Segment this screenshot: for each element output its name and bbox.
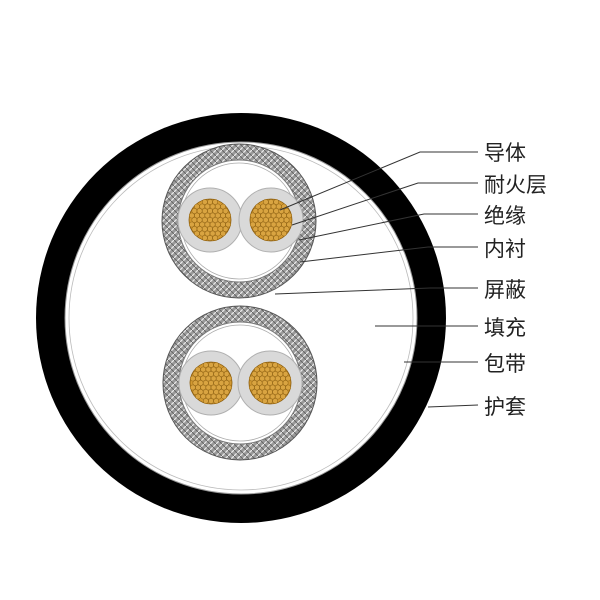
label-inner-lining: 内衬 [484,237,526,261]
conductor-strand [226,375,233,382]
conductor-strand [223,380,230,386]
conductor-strand [212,199,219,205]
leader-shield [274,287,478,295]
conductor-strand [195,393,201,400]
conductor-strand [222,208,229,214]
leader-lines [274,151,479,408]
label-fire-layer: 耐火层 [484,173,547,197]
conductor-strand [208,398,214,404]
conductor-strand [286,212,293,219]
conductor-strand [225,221,232,228]
conductor-strand [213,398,220,404]
conductor-strand [202,398,209,404]
conductor-strand [201,235,208,241]
leader-insulation [298,213,478,241]
conductor-strand [220,230,226,237]
leader-fire-layer [291,182,478,226]
labels: 导体 耐火层 绝缘 内衬 屏蔽 填充 包带 护套 [484,141,547,419]
conductor-strand [273,199,280,205]
conductor-strand [282,389,289,395]
conductor-strand [285,384,292,391]
conductor-strand [273,235,280,241]
conductor-strand [283,226,290,232]
conductor-strand [226,384,233,391]
conductor-strand [213,362,220,368]
conductor-strand [225,212,232,219]
lower-conductor-right [248,361,292,405]
conductor-strand [280,366,286,373]
lower-pair [162,305,318,461]
upper-conductor-right [249,198,293,242]
conductor-strand [261,398,268,404]
conductor-strand [221,393,227,400]
conductor-strand [223,389,230,395]
conductor-strand [282,380,289,386]
conductor-strand [283,208,290,214]
conductor-strand [281,230,287,237]
conductor-strand [262,235,269,241]
label-wrapping-tape: 包带 [484,352,526,376]
conductor-strand [221,366,227,373]
conductor-strand [272,362,279,368]
conductor-strand [285,375,292,382]
conductor-strand [220,203,226,210]
conductor-strand [280,393,286,400]
leader-conductor [279,151,478,211]
label-sheath: 护套 [484,395,526,419]
conductor-strand [255,230,261,237]
lower-conductor-left [189,361,233,405]
upper-conductor-left [188,198,232,242]
conductor-strand [272,398,279,404]
conductor-strand [223,371,230,377]
conductor-strand [286,221,293,228]
conductor-strand [268,235,274,241]
conductor-strand [282,371,289,377]
conductor-strand [254,393,260,400]
label-insulation: 绝缘 [484,204,526,228]
conductor-strand [194,230,200,237]
conductor-strand [267,398,273,404]
conductor-strand [212,235,219,241]
label-filler: 填充 [484,316,526,340]
label-conductor: 导体 [484,141,526,165]
conductor-strand [207,235,213,241]
leader-inner-lining [299,246,478,263]
upper-pair [161,143,317,299]
conductor-strand [283,217,290,223]
leader-sheath [427,404,479,408]
label-shield: 屏蔽 [484,278,526,302]
conductor-strand [222,226,229,232]
conductor-strand [222,217,229,223]
